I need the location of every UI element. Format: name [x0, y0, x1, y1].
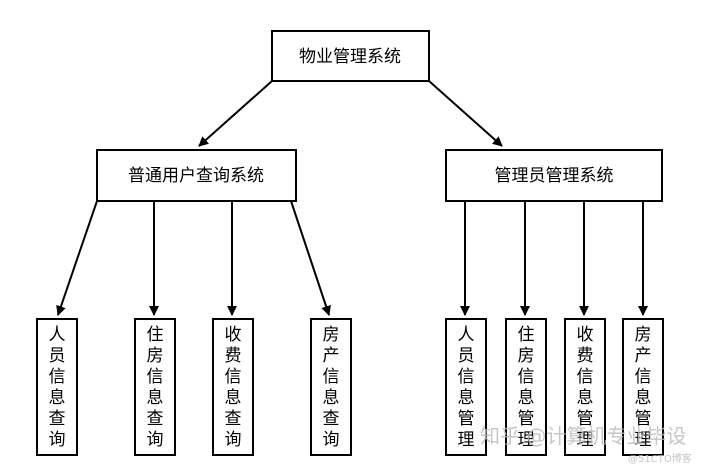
leaf-label-user-1: 人员信息查询 — [49, 325, 66, 450]
leaf-label-admin-2: 住房信息管理 — [518, 325, 535, 450]
watermark-text: 知乎 @计算机专业毕设 — [480, 424, 686, 448]
leaf-box-admin-3 — [564, 318, 606, 456]
branch-admin-manage-label: 管理员管理系统 — [495, 166, 614, 186]
leaf-box-admin-4 — [622, 318, 664, 456]
leaf-label-user-3: 收费信息查询 — [225, 325, 242, 450]
leaf-label-admin-1: 人员信息管理 — [458, 325, 475, 450]
branch-admin-manage: 管理员管理系统 — [445, 149, 663, 202]
branch-user-query-label: 普通用户查询系统 — [128, 166, 264, 186]
leaf-nodes — [36, 318, 664, 456]
edge-user-leaf-1 — [56, 200, 98, 316]
root-label: 物业管理系统 — [299, 47, 401, 67]
leaf-box-admin-2 — [505, 318, 547, 456]
branch-user-query: 普通用户查询系统 — [96, 149, 297, 202]
leaf-label-admin-3: 收费信息管理 — [577, 325, 594, 450]
leaf-box-user-1 — [36, 318, 78, 456]
watermark-subtext: @51CTO博客 — [628, 452, 692, 465]
edge-root-user — [198, 80, 273, 147]
leaf-box-user-2 — [134, 318, 176, 456]
leaf-box-admin-1 — [445, 318, 487, 456]
edge-root-admin — [428, 80, 503, 147]
root-node: 物业管理系统 — [271, 30, 430, 82]
leaf-box-user-4 — [310, 318, 352, 456]
leaf-label-admin-4: 房产信息管理 — [635, 325, 652, 450]
leaf-label-user-2: 住房信息查询 — [147, 325, 164, 450]
edge-user-leaf-4 — [290, 200, 331, 316]
leaf-label-user-4: 房产信息查询 — [323, 325, 340, 450]
leaf-box-user-3 — [212, 318, 254, 456]
